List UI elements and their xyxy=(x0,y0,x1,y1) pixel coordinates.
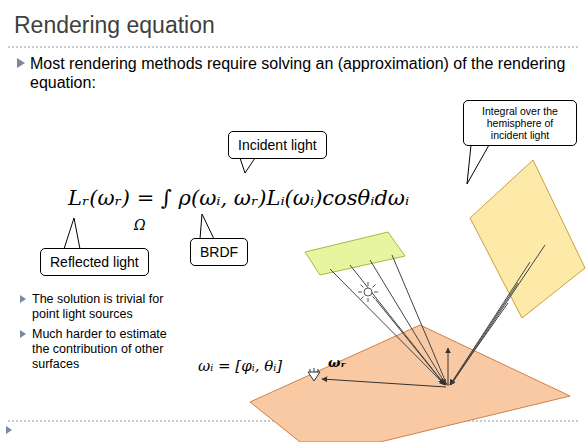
slide-title: Rendering equation xyxy=(14,12,215,40)
direction-equation: ωᵢ = [φᵢ, θᵢ] xyxy=(198,357,282,375)
surface-normal xyxy=(448,348,449,386)
bullet-marker xyxy=(20,295,26,303)
green-surface xyxy=(305,232,405,275)
callout-box: Integral over the hemisphere of incident… xyxy=(463,100,577,146)
callout-text: Integral over the hemisphere of incident… xyxy=(468,105,572,141)
rendering-equation: Lᵣ(ωᵣ) = ∫ ρ(ωᵢ, ωᵣ)Lᵢ(ωᵢ)cosθᵢdωᵢ xyxy=(68,186,409,211)
callout-text: BRDF xyxy=(200,244,238,260)
callout-tail xyxy=(200,214,214,239)
point-light xyxy=(358,282,378,302)
view-direction: ωᵣ xyxy=(328,355,346,371)
light-rays xyxy=(330,245,545,385)
bullet-marker xyxy=(17,58,25,68)
yellow-surface xyxy=(470,160,585,318)
callout-tail xyxy=(64,218,80,249)
eye-symbol xyxy=(308,368,320,381)
callout-text: Reflected light xyxy=(50,254,139,270)
callout-box: Reflected light xyxy=(40,248,149,276)
footer-bullet xyxy=(6,426,12,434)
callout-box: BRDF xyxy=(190,238,248,266)
bullet-text: Much harder to estimate the contribution… xyxy=(32,327,184,372)
bullet-text: The solution is trivial for point light … xyxy=(32,292,184,322)
view-ray xyxy=(322,379,446,387)
callout-text: Incident light xyxy=(238,137,317,153)
domain-symbol: Ω xyxy=(134,217,146,234)
callout-box: Incident light xyxy=(228,131,327,159)
bullet-marker xyxy=(20,330,26,338)
bullet-text: Most rendering methods require solving a… xyxy=(30,54,578,92)
callout-tail xyxy=(467,145,489,184)
title-rule xyxy=(8,47,580,48)
callout-tails xyxy=(64,145,489,249)
callout-tail xyxy=(240,158,255,173)
